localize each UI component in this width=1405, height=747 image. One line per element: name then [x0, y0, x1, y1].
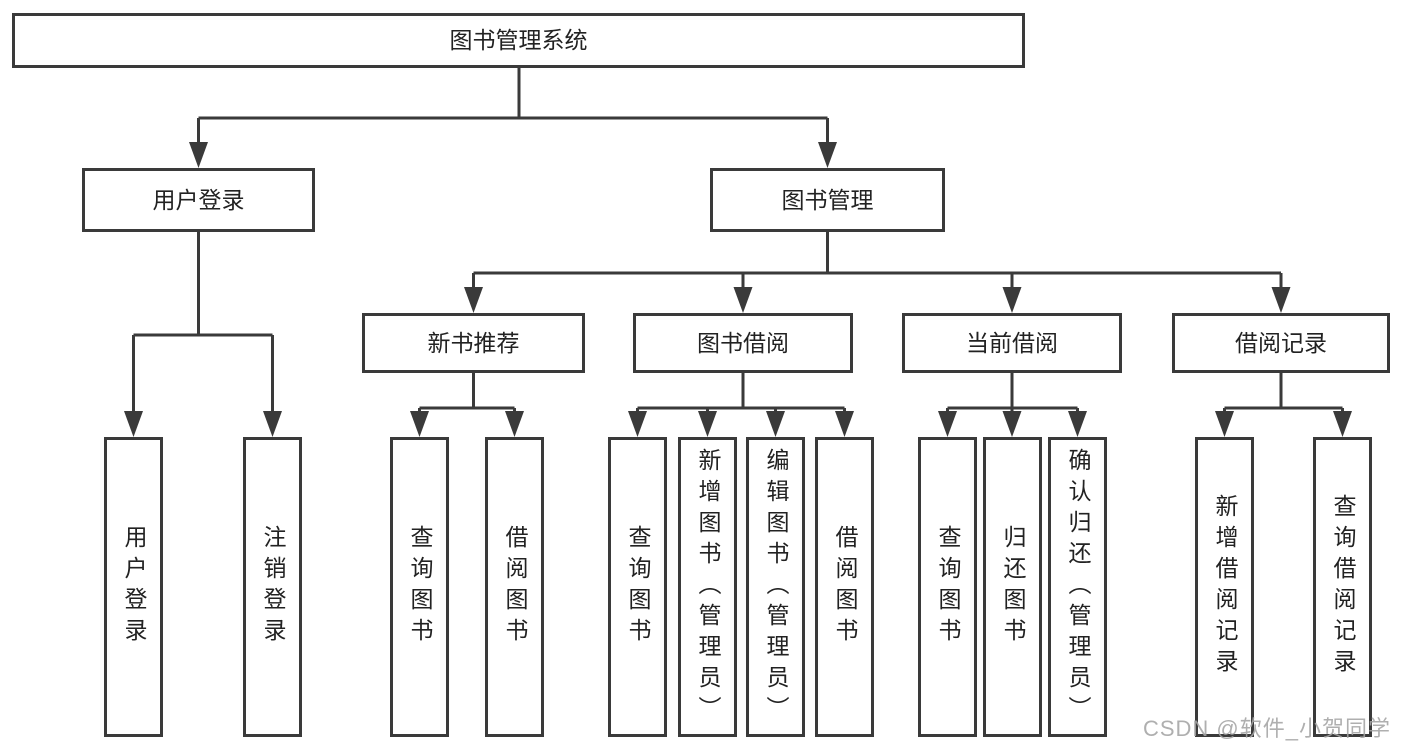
node-book-borrowing: 图书借阅 [633, 313, 853, 373]
csdn-watermark: CSDN @软件_小贺同学 [1142, 716, 1391, 741]
leaf-nbr-borrow-books: 借阅图书 [485, 437, 544, 737]
leaf-cb-query-books: 查询图书 [918, 437, 977, 737]
node-current-borrowing: 当前借阅 [902, 313, 1122, 373]
leaf-nbr-query-books: 查询图书 [390, 437, 449, 737]
leaf-cb-confirm-return-admin: 确认归还（管理员） [1048, 437, 1107, 737]
leaf-br-add-record: 新增借阅记录 [1195, 437, 1254, 737]
leaf-br-query-record: 查询借阅记录 [1313, 437, 1372, 737]
node-borrow-records: 借阅记录 [1172, 313, 1390, 373]
node-user-login: 用户登录 [82, 168, 315, 232]
leaf-cb-return-books: 归还图书 [983, 437, 1042, 737]
arrowhead-icons [124, 142, 1352, 437]
leaf-user-login: 用户登录 [104, 437, 163, 737]
leaf-bb-borrow-books: 借阅图书 [815, 437, 874, 737]
node-book-management: 图书管理 [710, 168, 945, 232]
leaf-bb-add-books-admin: 新增图书（管理员） [678, 437, 737, 737]
leaf-logout-login: 注销登录 [243, 437, 302, 737]
leaf-bb-query-books: 查询图书 [608, 437, 667, 737]
node-new-book-recommend: 新书推荐 [362, 313, 585, 373]
node-library-management-system: 图书管理系统 [12, 13, 1025, 68]
leaf-bb-edit-books-admin: 编辑图书（管理员） [746, 437, 805, 737]
